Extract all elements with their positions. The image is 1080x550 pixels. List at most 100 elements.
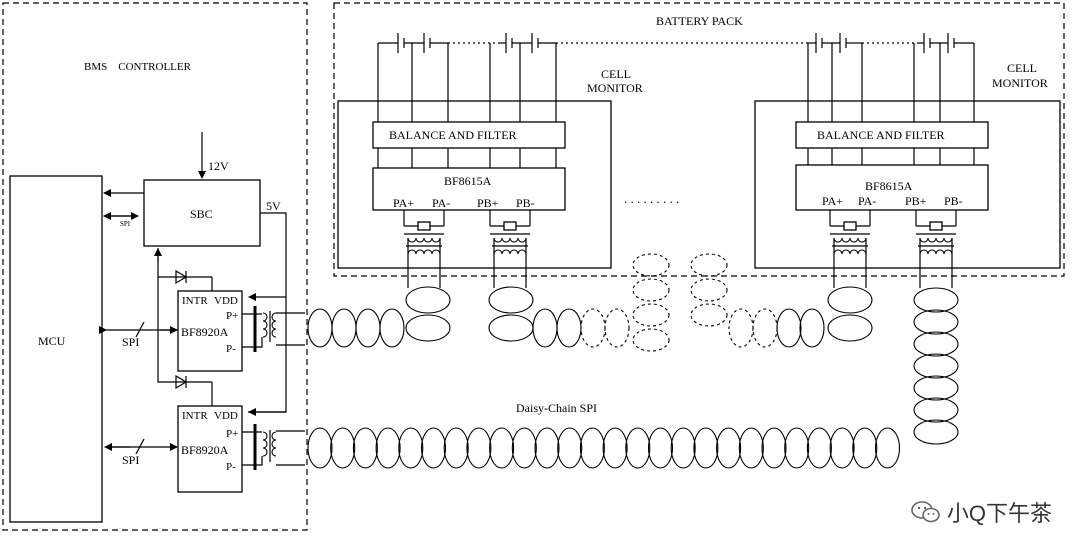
12v-label: 12V [208,159,229,173]
cell-monitor-right-line1: CELL [1007,61,1037,75]
twisted-pair-coil [488,314,534,342]
bf-left-pa-minus: PA- [432,196,450,210]
twisted-pair-coil-dashed [632,253,670,277]
cell-monitor-right-line2: MONITOR [992,76,1048,90]
diode-2 [175,374,188,390]
twisted-pair-coil [716,427,742,469]
balance-filter-left [372,121,566,149]
daisy-chain-label: Daisy-Chain SPI [516,401,597,415]
5v-label: 5V [266,199,281,213]
spi-lower-label: SPI [122,453,139,467]
daisy-chain-coils [307,253,959,469]
twisted-pair-coil [420,427,447,469]
xfmr2-coil-left [262,431,268,457]
watermark: 小Q下午茶 [911,496,1052,528]
twisted-pair-coil [511,427,537,469]
twisted-pair-coil [602,427,628,469]
diode-1 [175,269,188,285]
cell-string-left [377,33,557,122]
twisted-pair-coil [738,427,764,469]
xfmr1-coil-left [262,312,268,338]
twisted-pair-coil [799,308,825,348]
twisted-pair-coil [355,308,381,348]
cell-monitor-left-line2: MONITOR [587,81,643,95]
xfmr2-coil-right [271,431,277,457]
twisted-pair-coil [331,308,357,348]
bf-left-pa-plus: PA+ [393,196,414,210]
twisted-pair-coil-dashed [632,328,670,352]
twisted-pair-coil [806,427,832,469]
chip2-vdd: VDD [214,410,238,422]
bf-right-pa-plus: PA+ [822,194,843,208]
twisted-pair-coil [913,397,959,423]
balance-left-wires [377,148,557,168]
wechat-icon [911,501,940,523]
cell-monitor-left-line1: CELL [601,67,631,81]
bms-controller-title: BMS CONTROLLER [84,61,192,73]
twisted-pair-coil [556,308,582,348]
balance-right-wires [807,148,975,165]
balance-filter-right-label: BALANCE AND FILTER [817,128,945,142]
cell-monitor-left [337,100,612,269]
twisted-pair-coil [913,353,959,379]
twisted-pair-coil [829,427,855,469]
xfmr1-coil-right [271,312,277,338]
twisted-pair-coil [532,308,558,348]
twisted-pair-coil [307,427,333,469]
twisted-pair-coil [913,287,959,313]
bf-right-pa-minus: PA- [858,194,876,208]
chip1-pplus: P+ [226,310,238,322]
twisted-pair-coil [488,286,534,314]
spi-upper-label: SPI [122,335,139,349]
twisted-pair-coil [647,427,674,469]
bf8615a-right-name: BF8615A [865,179,913,193]
balance-filter-right [795,121,989,149]
twisted-pair-coil [913,331,959,357]
twisted-pair-coil [405,286,451,314]
bf8615a-left [372,167,566,211]
chip1-vdd: VDD [214,295,238,307]
twisted-pair-coil [330,427,356,469]
port-transformer-right-pb [915,210,957,288]
spi-lower-slash [135,438,145,455]
chip1-intr: INTR [182,295,208,307]
bf-left-pb-plus: PB+ [477,196,499,210]
twisted-pair-coil-dashed [632,278,670,302]
port-transformer-right-pa [829,210,871,288]
chip2-name: BF8920A [181,443,229,457]
port-transformer-left-pb [489,210,531,288]
twisted-pair-coil [534,427,560,469]
chip2-pminus: P- [226,461,236,473]
chip2-intr: INTR [182,410,208,422]
twisted-pair-coil-dashed [752,308,778,348]
twisted-pair-coil [913,375,959,401]
bf-left-pb-minus: PB- [516,196,535,210]
bf8920a-lower [177,405,243,493]
twisted-pair-coil [352,427,378,469]
twisted-pair-coil-dashed [690,253,728,277]
battery-pack-label: BATTERY PACK [656,14,743,28]
mcu-block [9,175,103,523]
balance-filter-left-label: BALANCE AND FILTER [389,128,517,142]
sbc-label: SBC [190,207,213,221]
twisted-pair-coil [466,427,492,469]
twisted-pair-coil [913,419,959,445]
twisted-pair-coil [579,427,605,469]
twisted-pair-coil [913,309,959,335]
bf-right-pb-minus: PB- [944,194,963,208]
twisted-pair-coil [827,286,873,314]
chip1-pminus: P- [226,343,236,355]
chip2-pplus: P+ [226,428,238,440]
twisted-pair-coil [625,427,651,469]
twisted-pair-coil-dashed [690,278,728,302]
twisted-pair-coil [405,314,451,342]
twisted-pair-coil [489,427,515,469]
twisted-pair-coil [784,427,810,469]
mcu-label: MCU [38,334,66,348]
bf8615a-left-name: BF8615A [444,174,492,188]
intr-bus [157,248,178,383]
twisted-pair-coil [852,427,878,469]
twisted-pair-coil [557,427,583,469]
cell-monitor-right [754,100,1061,269]
